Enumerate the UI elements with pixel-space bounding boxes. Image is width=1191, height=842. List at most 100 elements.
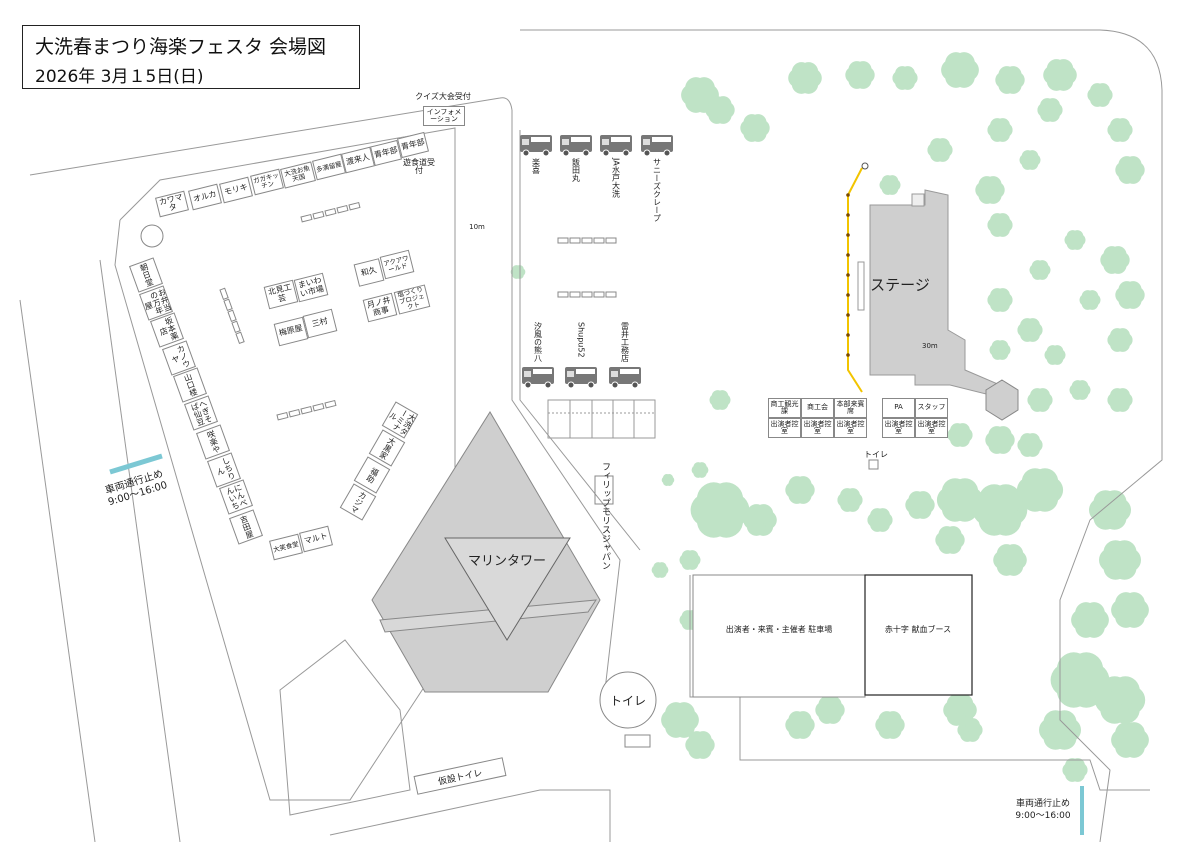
stage[interactable] — [869, 189, 1001, 396]
food-truck-label: 楽喜 — [532, 157, 541, 175]
tent[interactable]: 商工観光課 — [768, 398, 801, 418]
stall[interactable]: 月ノ井商事 — [362, 292, 398, 322]
stall-label: 坂本薬店 — [158, 315, 180, 342]
stall-label: カジマ — [348, 489, 369, 515]
tree — [1123, 592, 1145, 614]
stall[interactable]: 青年部 — [396, 131, 430, 159]
rope-post — [846, 233, 850, 237]
small-toilet[interactable] — [868, 459, 879, 470]
tree — [1086, 290, 1099, 303]
stall[interactable]: モリキ — [219, 176, 253, 204]
stall-label: 和久 — [359, 265, 378, 278]
tree — [996, 340, 1009, 353]
food-truck-icon — [522, 367, 554, 389]
tree — [794, 476, 812, 493]
stall-label: 青年部 — [373, 145, 399, 160]
tree — [693, 77, 715, 99]
stall-label: 三村 — [310, 316, 329, 329]
temp-toilet[interactable]: 仮設トイレ — [413, 757, 507, 795]
stage-rope-line — [847, 167, 863, 393]
tree — [935, 138, 950, 153]
stall-label: 多満留屋 — [315, 159, 343, 174]
parking-area[interactable] — [692, 574, 866, 698]
tree — [1124, 281, 1142, 298]
tent[interactable]: 出演者控室 — [801, 418, 834, 438]
info-booth[interactable]: インフォメーション — [423, 106, 465, 126]
tree — [665, 474, 673, 482]
toilet-building[interactable] — [599, 671, 657, 729]
tent[interactable]: 出演者控室 — [768, 418, 801, 438]
map-title-box: 大洗春まつり海楽フェスタ 会場図 2026年 3月１5日(日) — [22, 25, 360, 89]
lower-road — [329, 789, 611, 842]
stall[interactable]: カワマタ — [155, 190, 189, 218]
tree — [944, 526, 962, 543]
stall-label: 朝日堂 — [138, 261, 155, 288]
tree — [1070, 758, 1085, 773]
red-cross-label: 赤十字 献血ブース — [885, 624, 951, 634]
stall[interactable]: へぎそば仙豆 — [183, 395, 219, 431]
marine-tower-marker[interactable] — [444, 537, 571, 641]
stall-label: オルカ — [192, 189, 218, 204]
tent[interactable]: 商工会 — [801, 398, 834, 418]
center-path — [519, 130, 641, 551]
tree — [854, 61, 872, 78]
tent[interactable]: 出演者控室 — [834, 418, 867, 438]
stall[interactable]: 大笑食堂 — [269, 533, 303, 561]
map-title: 大洗春まつり海楽フェスタ 会場図 — [35, 36, 327, 58]
reception-label[interactable]: 遊食道受付 — [402, 157, 436, 177]
tree — [799, 62, 819, 82]
tent[interactable]: 出演者控室 — [882, 418, 915, 438]
table-rows — [219, 201, 617, 421]
stall[interactable]: 三村 — [302, 308, 338, 338]
tent[interactable]: 出演者控室 — [915, 418, 948, 438]
tree — [1109, 246, 1127, 263]
tent[interactable]: 本部来賓席 — [834, 398, 867, 418]
philip-morris-booth[interactable]: フィリップモリスジャパン — [594, 462, 614, 570]
stall[interactable]: 青年部 — [369, 139, 403, 167]
stall-label: 商工会 — [807, 403, 828, 412]
trees — [510, 52, 1149, 782]
stall[interactable]: アクアワールド — [379, 249, 415, 279]
park-outer-edge — [520, 29, 1163, 842]
philip-morris-label: フィリップモリスジャパン — [600, 462, 611, 570]
tree — [754, 504, 774, 524]
tent[interactable]: PA — [882, 398, 915, 418]
stall[interactable]: 多満留屋 — [312, 153, 346, 181]
stall[interactable]: オルカ — [188, 183, 222, 211]
stall[interactable]: 大洗お魚天国 — [280, 161, 316, 189]
stall-label: スタッフ — [917, 403, 946, 412]
stall[interactable]: ガガキッチン — [250, 168, 284, 196]
tree — [824, 696, 842, 713]
marine-tower-label: マリンタワー — [468, 554, 546, 569]
rope-post — [846, 273, 850, 277]
tree — [1069, 652, 1104, 686]
tree — [1124, 156, 1142, 173]
path-edge — [1000, 759, 1150, 791]
food-truck-label: JA水戸大洗 — [612, 157, 621, 199]
tree — [1115, 328, 1130, 343]
stall[interactable]: マルト — [299, 525, 333, 553]
stall-label: ガガキッチン — [252, 171, 280, 191]
stall-label: 吉田屋 — [238, 513, 255, 540]
stall[interactable]: 吉田屋 — [228, 509, 264, 545]
tent[interactable]: スタッフ — [915, 398, 948, 418]
tree — [995, 213, 1010, 228]
tree — [1004, 66, 1022, 83]
stall[interactable]: 北見工芸 — [263, 279, 299, 309]
red-cross-booth[interactable] — [864, 574, 973, 696]
stall-label: まいわい市場 — [297, 274, 325, 298]
seating-area — [547, 399, 656, 439]
stall[interactable]: まいわい市場 — [293, 272, 329, 302]
stall-label: アクアワールド — [382, 253, 410, 274]
stall-label: 出演者控室 — [836, 419, 865, 435]
rope-post — [846, 313, 850, 317]
rope-post — [846, 293, 850, 297]
stall[interactable]: 塩づくりプロジェクト — [393, 283, 431, 315]
stall[interactable]: 和久 — [353, 257, 385, 287]
food-truck-icon — [641, 135, 673, 157]
stall[interactable]: 渡来人 — [341, 146, 375, 174]
small-toilet-label: トイレ — [864, 450, 888, 459]
stall-label: カノウヤ — [170, 343, 192, 370]
tree — [953, 52, 975, 74]
